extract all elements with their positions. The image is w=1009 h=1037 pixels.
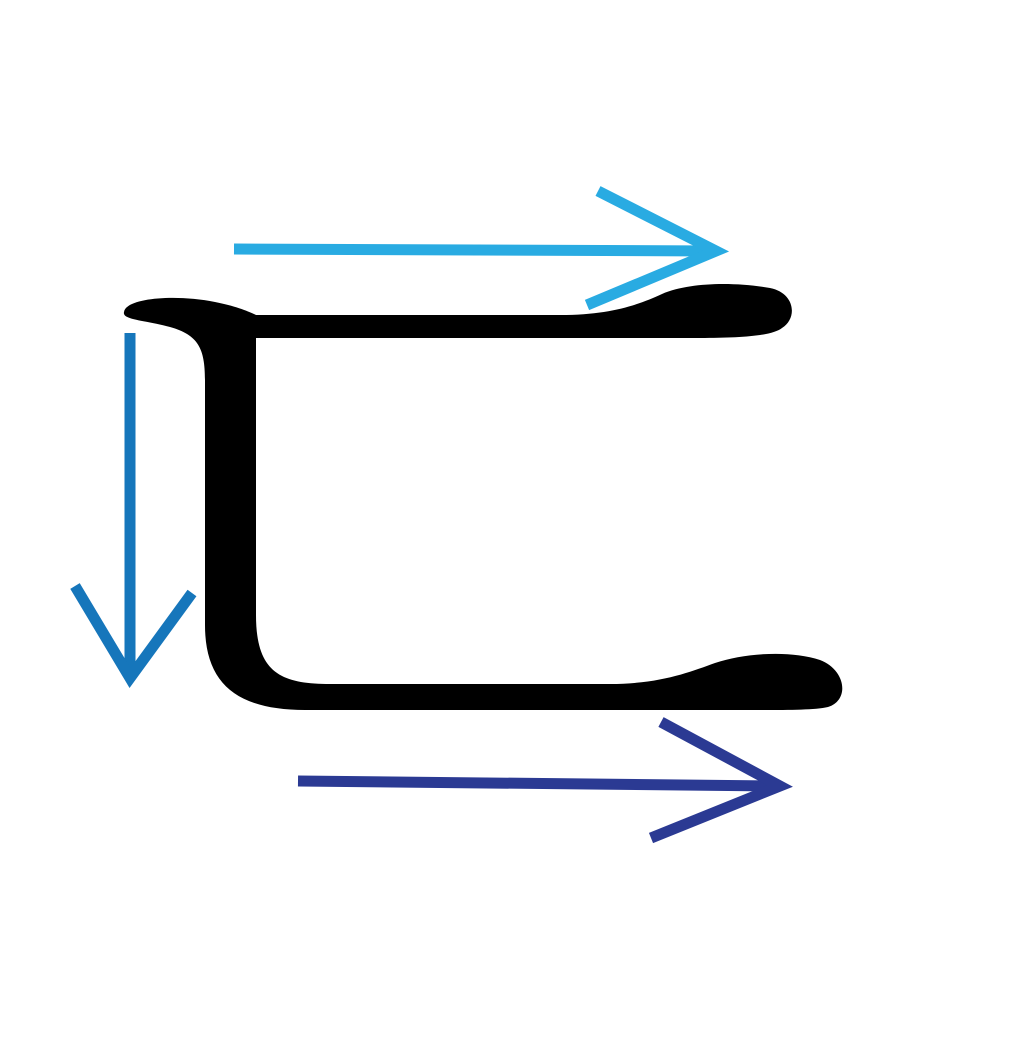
stroke-3-arrow (297, 717, 793, 844)
stroke-1-shaft (233, 243, 717, 257)
stroke-3-arrowhead (648, 717, 793, 844)
stroke-1-arrowhead (584, 186, 730, 311)
stroke-3-shaft (297, 775, 781, 792)
stroke-2-arrow (70, 333, 197, 688)
glyph-character (123, 284, 843, 710)
stroke-1-arrow (233, 186, 730, 311)
stroke-2-arrowhead (70, 583, 197, 688)
